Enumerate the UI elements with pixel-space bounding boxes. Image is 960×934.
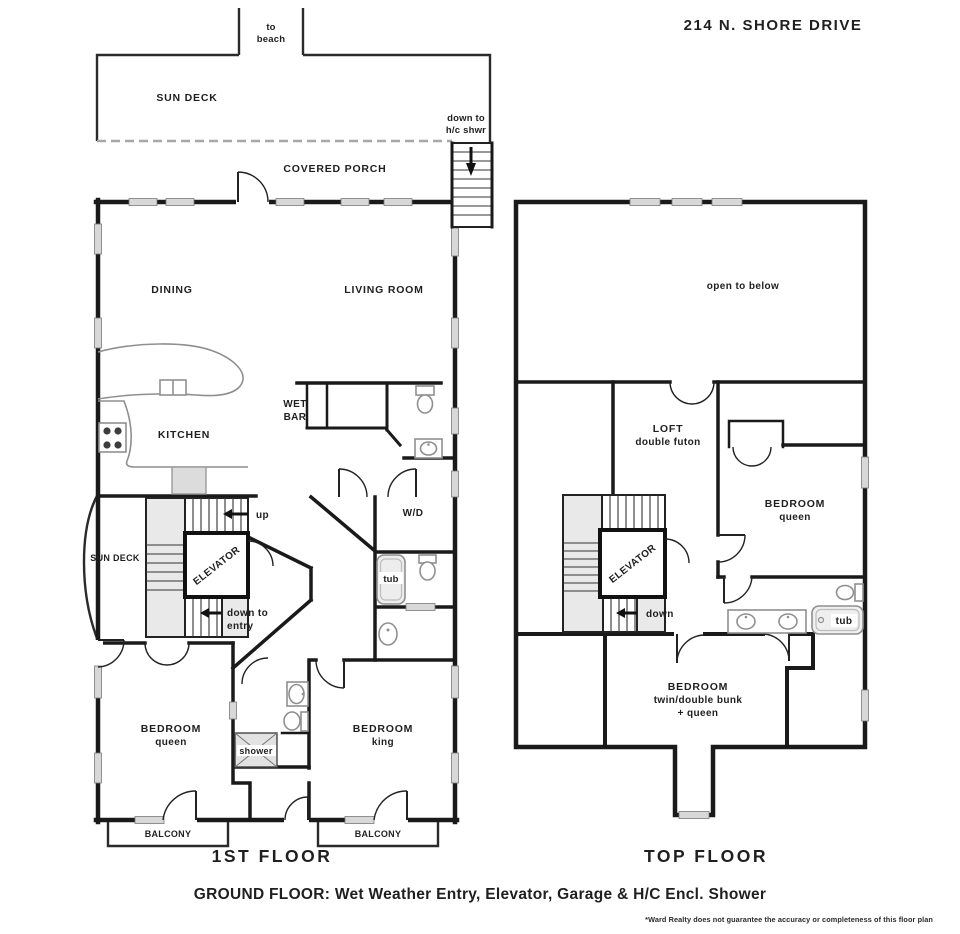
bedroom-queen-label-2: queen (155, 737, 186, 748)
first-floor-title: 1ST FLOOR (212, 846, 333, 866)
sun-deck-top-label: SUN DECK (156, 92, 217, 104)
fixtures (97, 343, 443, 768)
tub-label: tub (383, 574, 398, 585)
up-label: up (256, 510, 269, 521)
balcony-left-label: BALCONY (145, 829, 192, 839)
top-floor-plan: open to below LOFT double futon BEDROOM … (513, 198, 869, 866)
dining-label: DINING (151, 284, 193, 296)
bedroom-bunk-label-3: + queen (678, 708, 719, 719)
kitchen-island (171, 466, 207, 495)
side-deck-curve (82, 493, 100, 642)
shower-label: shower (239, 746, 273, 756)
to-beach-label-2: beach (257, 34, 285, 45)
kitchen-counter-lower (98, 400, 248, 468)
sun-deck-left-label: SUN DECK (90, 553, 140, 563)
down-to-entry-label: down to (227, 608, 268, 619)
bedroom-king-label: BEDROOM (353, 723, 413, 735)
elevator-shaft (598, 528, 667, 599)
down-label: down (646, 609, 674, 620)
wall-openings (93, 197, 408, 824)
balconies (106, 822, 440, 848)
windows (629, 198, 869, 819)
door-arcs (97, 171, 417, 821)
living-room-label: LIVING ROOM (344, 284, 423, 296)
windows (94, 198, 459, 824)
tub-label: tub (836, 616, 853, 627)
door-arcs (664, 446, 790, 664)
toilet-icon (854, 583, 864, 602)
ground-floor-caption: GROUND FLOOR: Wet Weather Entry, Elevato… (194, 886, 766, 903)
top-floor-title: TOP FLOOR (644, 846, 768, 866)
fixtures (727, 583, 864, 635)
down-to-entry-label-2: entry (227, 621, 253, 632)
stair-elevator-block (145, 497, 250, 638)
stair-elevator-block (562, 494, 667, 633)
open-to-below-label: open to below (707, 281, 779, 292)
bedroom-queen-label-2: queen (779, 512, 810, 523)
bedroom-queen-label: BEDROOM (765, 498, 825, 510)
wd-label: W/D (403, 508, 424, 519)
loft-label-2: double futon (635, 437, 700, 448)
wet-bar-label-2: BAR (284, 412, 307, 423)
pedestal-sink-icon (378, 622, 398, 646)
disclaimer-text: *Ward Realty does not guarantee the accu… (645, 915, 933, 924)
bedroom-bunk-label: BEDROOM (668, 681, 728, 693)
bedroom-bunk-label-2: twin/double bunk (654, 695, 743, 706)
exterior-stairs (450, 141, 494, 229)
down-to-shwr-label-2: h/c shwr (446, 125, 486, 136)
down-to-shwr-label: down to (447, 113, 485, 124)
covered-porch-label: COVERED PORCH (283, 163, 386, 175)
bedroom-queen-label: BEDROOM (141, 723, 201, 735)
kitchen-label: KITCHEN (158, 429, 210, 441)
to-beach-label: to (266, 22, 275, 33)
toilet-icon (415, 385, 435, 396)
loft-label: LOFT (653, 423, 684, 435)
walls (513, 199, 868, 818)
sun-deck-outline (82, 8, 492, 642)
arched-opening (669, 381, 715, 405)
bedroom-king-label-2: king (372, 737, 394, 748)
kitchen-counter (97, 343, 244, 400)
elevator-shaft (183, 531, 250, 599)
address-title: 214 N. SHORE DRIVE (684, 17, 863, 34)
balcony-right-label: BALCONY (355, 829, 402, 839)
toilet-icon (300, 711, 309, 732)
wet-bar-label: WET (283, 399, 306, 410)
first-floor-plan: to beach SUN DECK down to h/c shwr COVER… (82, 8, 494, 866)
stove-icon (98, 422, 127, 453)
